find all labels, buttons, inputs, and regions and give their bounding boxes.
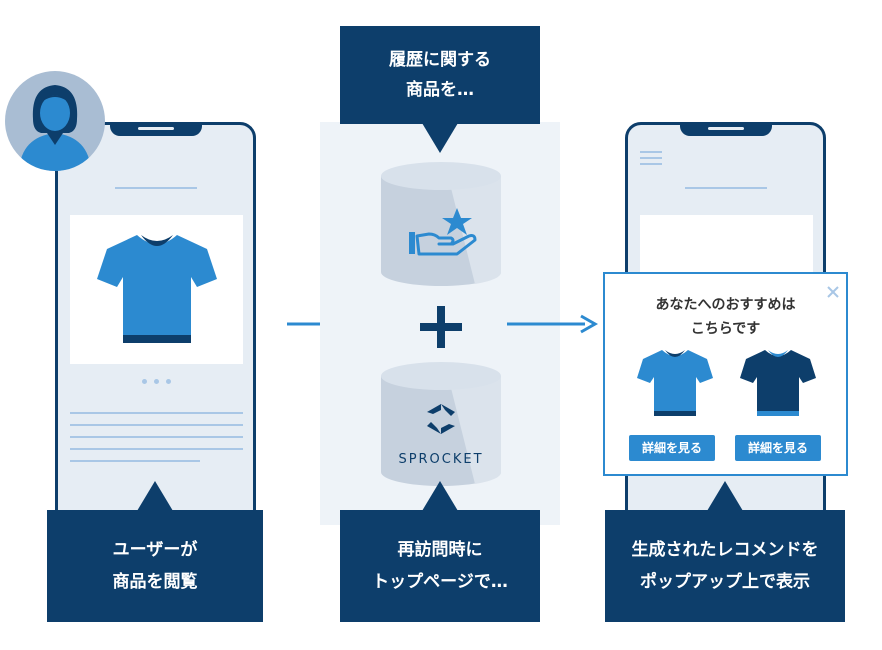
popup-message-line2: こちらです — [690, 321, 761, 337]
middle-top-line1: 履歴に関する — [389, 50, 491, 70]
middle-bottom-box: 再訪問時に トップページで… — [340, 510, 540, 622]
phone-header-line — [115, 187, 197, 189]
callout-pointer — [422, 123, 458, 153]
middle-top-line2: 商品を… — [406, 80, 474, 100]
left-phone — [55, 122, 256, 542]
detail-button[interactable]: 詳細を見る — [735, 435, 821, 461]
recommendation-popup: あなたへのおすすめは こちらです 詳細を見る 詳細を見る — [603, 272, 848, 476]
callout-pointer — [422, 481, 458, 511]
tshirt-icon[interactable] — [637, 348, 713, 418]
plus-icon — [420, 306, 462, 348]
middle-bottom-line2: トップページで… — [372, 572, 508, 592]
callout-pointer — [707, 481, 743, 511]
sprocket-cylinder — [381, 362, 502, 486]
close-icon[interactable] — [827, 286, 839, 298]
callout-pointer — [137, 481, 173, 511]
left-caption-line2: 商品を閲覧 — [112, 572, 198, 592]
sprocket-logo-icon — [427, 404, 455, 434]
right-caption-line2: ポップアップ上で表示 — [640, 572, 810, 592]
product-image-area — [70, 215, 243, 364]
carousel-dots — [142, 379, 174, 385]
text-line — [70, 436, 243, 438]
middle-bottom-line1: 再訪問時に — [397, 540, 483, 560]
detail-button[interactable]: 詳細を見る — [629, 435, 715, 461]
phone-header-line — [685, 187, 767, 189]
text-line — [70, 412, 243, 414]
middle-top-box: 履歴に関する 商品を… — [340, 26, 540, 124]
text-line — [70, 460, 200, 462]
hamburger-menu-icon — [640, 151, 662, 165]
left-caption-line1: ユーザーが — [112, 540, 198, 560]
popup-message-line1: あなたへのおすすめは — [655, 297, 796, 313]
phone-notch — [679, 122, 772, 136]
sprocket-brand-text: SPROCKET — [398, 452, 484, 467]
text-line — [70, 424, 243, 426]
right-caption-box: 生成されたレコメンドを ポップアップ上で表示 — [605, 510, 845, 622]
hand-star-icon — [409, 208, 477, 256]
user-avatar-icon — [5, 71, 105, 171]
history-product-cylinder — [381, 162, 502, 286]
right-caption-line1: 生成されたレコメンドを — [631, 540, 819, 560]
tshirt-icon — [97, 235, 217, 343]
left-caption-box: ユーザーが 商品を閲覧 — [47, 510, 263, 622]
phone-notch — [109, 122, 202, 136]
text-line — [70, 448, 243, 450]
tshirt-icon[interactable] — [740, 348, 816, 418]
arrow-right-icon — [507, 314, 599, 334]
